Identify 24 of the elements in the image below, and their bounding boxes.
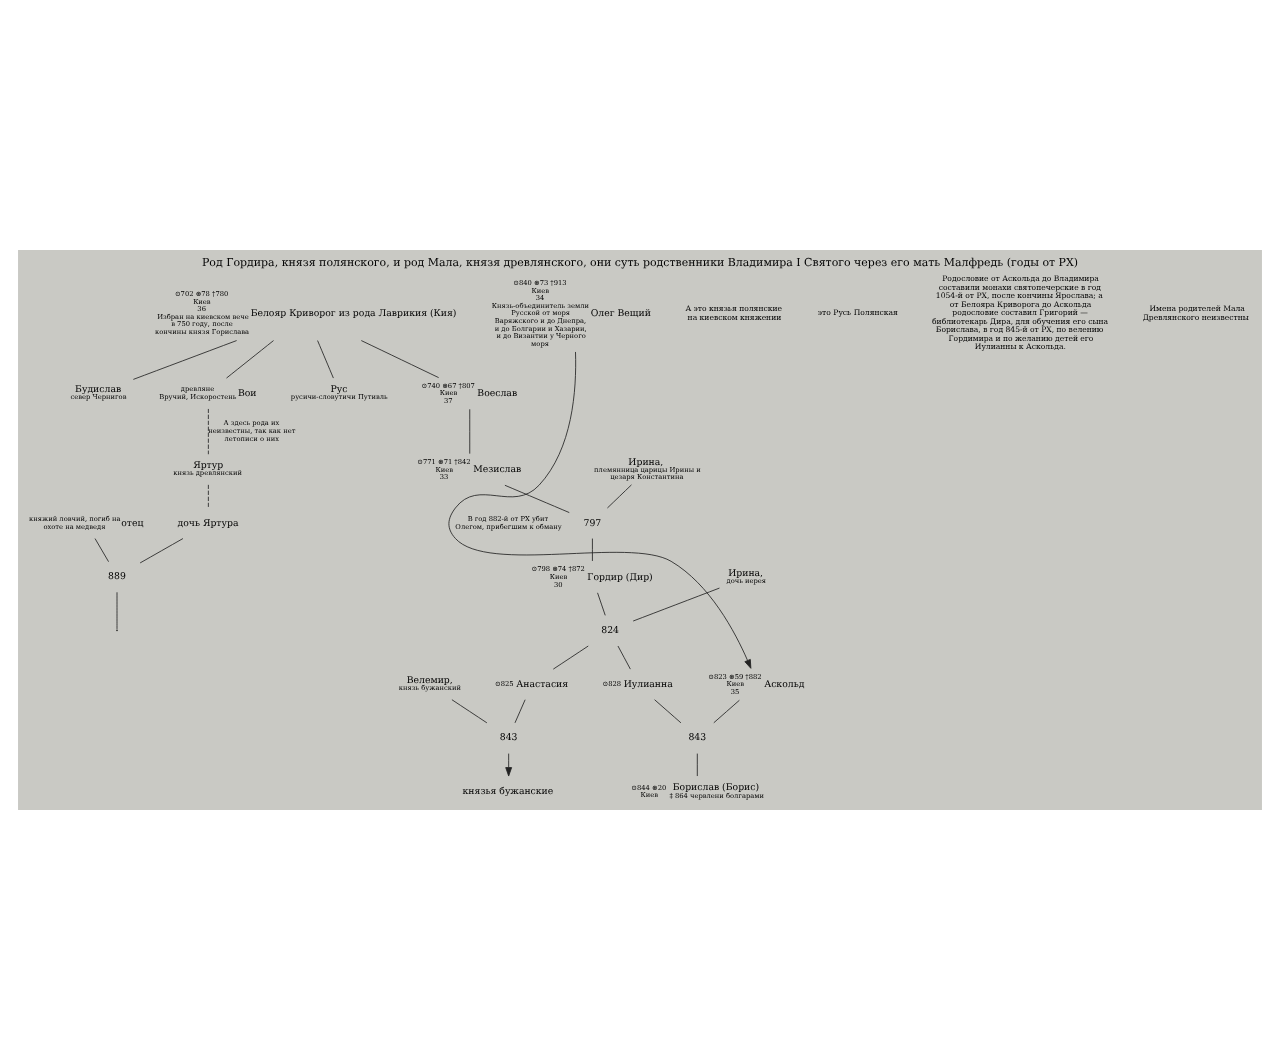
connector	[597, 592, 606, 616]
connector	[451, 699, 488, 724]
connector	[654, 699, 682, 724]
connector	[552, 645, 589, 670]
connector	[514, 699, 526, 724]
arrow	[448, 351, 752, 669]
connector	[360, 340, 440, 379]
connector	[226, 340, 274, 379]
connector	[207, 408, 209, 455]
connector	[607, 484, 632, 509]
arrow	[505, 753, 513, 777]
connector	[696, 753, 698, 777]
connector	[139, 538, 184, 564]
connector	[504, 484, 570, 513]
connector	[207, 484, 209, 509]
connector	[592, 538, 593, 562]
connector	[469, 408, 471, 455]
connector	[94, 538, 109, 563]
connector	[132, 340, 238, 380]
connector	[116, 591, 118, 631]
connector	[713, 699, 740, 724]
connector	[617, 645, 631, 670]
connector	[317, 340, 334, 379]
connector	[632, 587, 720, 622]
